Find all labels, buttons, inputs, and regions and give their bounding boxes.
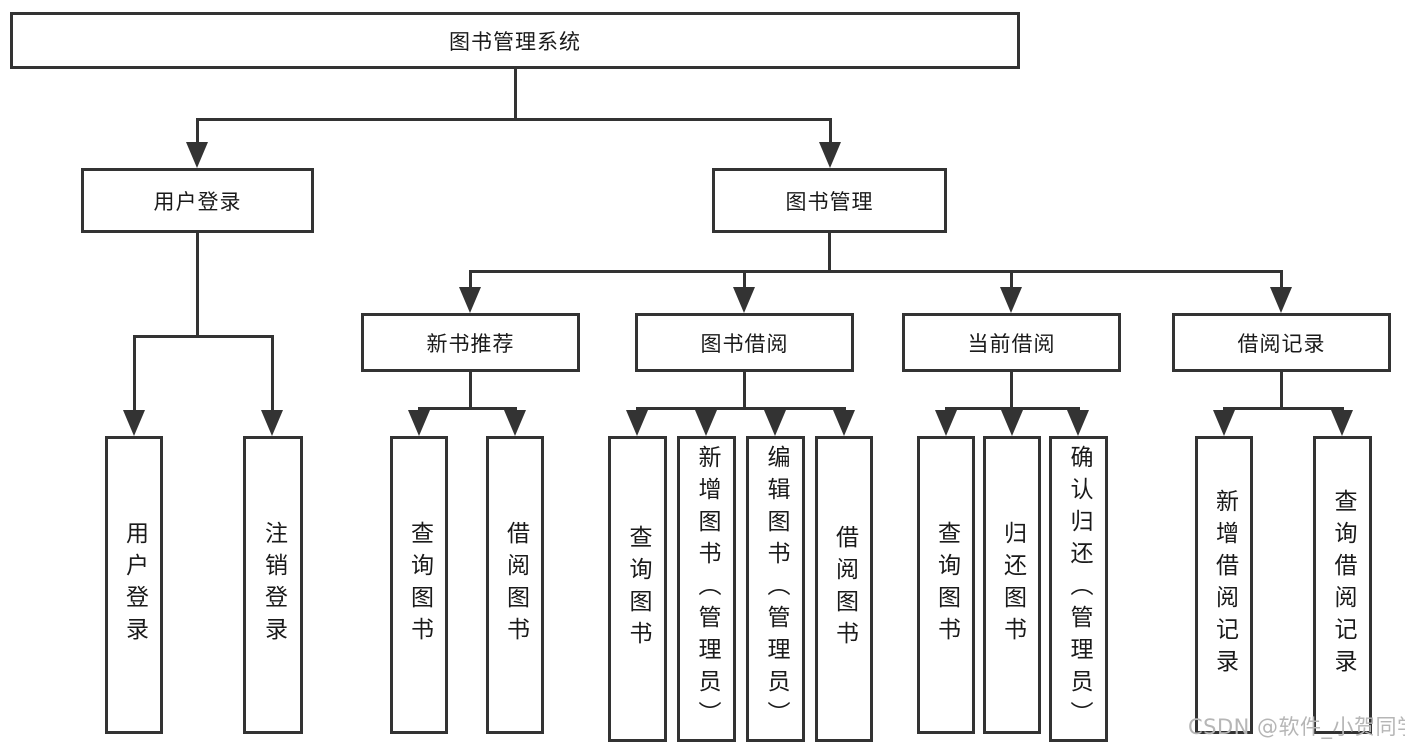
arrow-down-icon: [408, 410, 430, 436]
connector-line-v: [514, 69, 517, 118]
connector-line-h: [469, 270, 1283, 273]
node-new-book-recommend: 新书推荐: [361, 313, 580, 372]
connector-line-v: [828, 233, 831, 273]
leaf-cb-return-books: 归还图书: [983, 436, 1041, 734]
connector-line-v: [469, 372, 472, 409]
arrow-down-icon: [261, 410, 283, 436]
node-root-label: 图书管理系统: [449, 29, 581, 54]
arrow-down-icon: [733, 287, 755, 313]
leaf-logout-login-label: 注销登录: [260, 521, 287, 649]
connector-line-v: [133, 335, 136, 412]
connector-line-h: [418, 407, 517, 410]
connector-line-h: [636, 407, 846, 410]
arrow-down-icon: [1000, 287, 1022, 313]
arrow-down-icon: [1001, 410, 1023, 436]
arrow-down-icon: [1331, 410, 1353, 436]
connector-line-v: [1010, 372, 1013, 409]
arrow-down-icon: [123, 410, 145, 436]
node-new-book-recommend-label: 新书推荐: [426, 331, 515, 356]
connector-line-v: [271, 335, 274, 412]
leaf-user-login: 用户登录: [105, 436, 163, 734]
leaf-br-query-record: 查询借阅记录: [1313, 436, 1372, 734]
node-book-management: 图书管理: [712, 168, 947, 233]
arrow-down-icon: [1213, 410, 1235, 436]
leaf-bb-add-books-admin: 新增图书（管理员）: [677, 436, 736, 742]
leaf-rec-borrow-books-label: 借阅图书: [502, 521, 529, 649]
connector-line-v: [1280, 372, 1283, 409]
node-book-borrowing-label: 图书借阅: [700, 331, 789, 356]
node-borrow-records: 借阅记录: [1172, 313, 1391, 372]
connector-line-h: [133, 335, 274, 338]
arrow-down-icon: [1270, 287, 1292, 313]
leaf-bb-add-books-admin-label: 新增图书（管理员）: [694, 445, 720, 733]
leaf-bb-query-books-label: 查询图书: [625, 525, 651, 653]
connector-line-v: [743, 270, 746, 289]
node-book-management-label: 图书管理: [785, 189, 874, 214]
node-user-login-label: 用户登录: [153, 189, 242, 214]
leaf-rec-borrow-books: 借阅图书: [486, 436, 544, 734]
arrow-down-icon: [833, 410, 855, 436]
connector-line-v: [829, 118, 832, 144]
connector-line-v: [469, 270, 472, 289]
leaf-br-add-record: 新增借阅记录: [1195, 436, 1253, 734]
node-current-borrowing: 当前借阅: [902, 313, 1121, 372]
arrow-down-icon: [695, 410, 717, 436]
leaf-br-query-record-label: 查询借阅记录: [1330, 489, 1356, 681]
leaf-bb-edit-books-admin: 编辑图书（管理员）: [746, 436, 805, 742]
arrow-down-icon: [1067, 410, 1089, 436]
arrow-down-icon: [935, 410, 957, 436]
leaf-bb-borrow-books: 借阅图书: [815, 436, 873, 742]
leaf-logout-login: 注销登录: [243, 436, 303, 734]
node-current-borrowing-label: 当前借阅: [967, 331, 1056, 356]
arrow-down-icon: [186, 142, 208, 168]
leaf-rec-query-books: 查询图书: [390, 436, 448, 734]
leaf-bb-edit-books-admin-label: 编辑图书（管理员）: [763, 445, 789, 733]
leaf-cb-query-books-label: 查询图书: [933, 521, 960, 649]
connector-line-h: [196, 118, 832, 121]
connector-line-v: [743, 372, 746, 409]
connector-line-v: [196, 233, 199, 338]
leaf-br-add-record-label: 新增借阅记录: [1211, 489, 1238, 681]
csdn-watermark: CSDN @软件_小贺同学: [1188, 715, 1405, 739]
connector-line-v: [196, 118, 199, 144]
arrow-down-icon: [626, 410, 648, 436]
leaf-cb-query-books: 查询图书: [917, 436, 975, 734]
connector-line-v: [1280, 270, 1283, 289]
node-borrow-records-label: 借阅记录: [1237, 331, 1326, 356]
leaf-cb-confirm-return-admin-label: 确认归还（管理员）: [1066, 445, 1092, 733]
connector-line-v: [1010, 270, 1013, 289]
node-user-login: 用户登录: [81, 168, 314, 233]
arrow-down-icon: [459, 287, 481, 313]
leaf-rec-query-books-label: 查询图书: [406, 521, 433, 649]
leaf-user-login-label: 用户登录: [121, 521, 148, 649]
connector-line-h: [1223, 407, 1344, 410]
node-book-borrowing: 图书借阅: [635, 313, 854, 372]
arrow-down-icon: [819, 142, 841, 168]
arrow-down-icon: [504, 410, 526, 436]
node-root: 图书管理系统: [10, 12, 1020, 69]
leaf-cb-return-books-label: 归还图书: [999, 521, 1026, 649]
leaf-bb-borrow-books-label: 借阅图书: [831, 525, 858, 653]
connector-line-h: [945, 407, 1080, 410]
arrow-down-icon: [764, 410, 786, 436]
leaf-bb-query-books: 查询图书: [608, 436, 667, 742]
leaf-cb-confirm-return-admin: 确认归还（管理员）: [1049, 436, 1108, 742]
